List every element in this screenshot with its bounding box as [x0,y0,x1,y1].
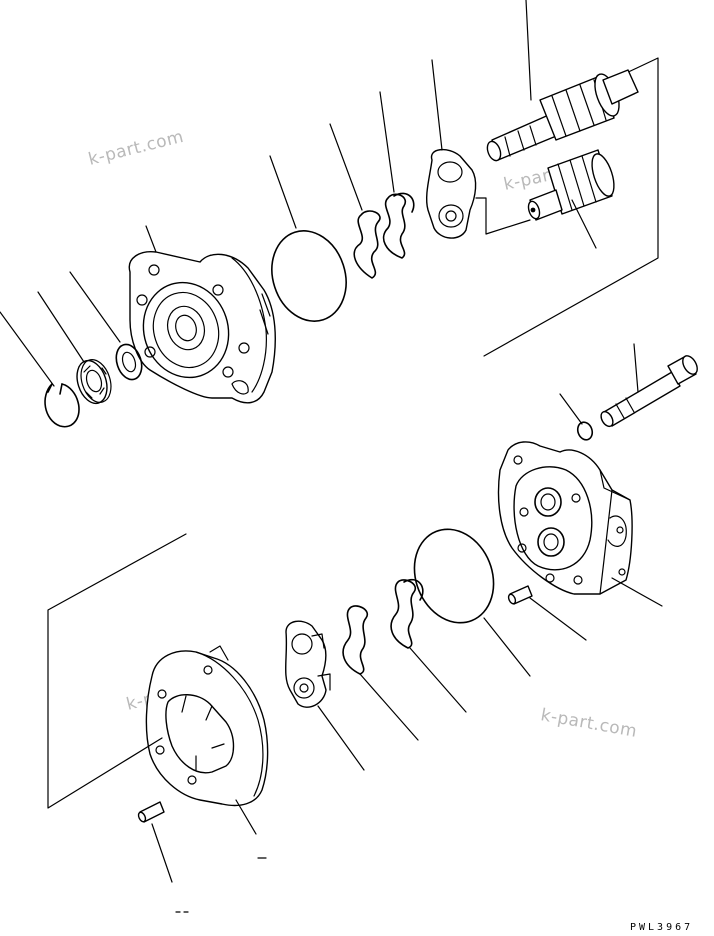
watermark-4: k-part.com [539,705,639,742]
lower-seal-b [403,578,424,601]
front-washer [115,343,143,381]
mounting-bolt [600,355,698,428]
upper-leader-lines [0,59,597,387]
upper-o-ring [271,230,347,322]
upper-gear-link [475,197,531,235]
upper-seal-b [382,193,407,259]
upper-bearing-plate [425,149,477,239]
rear-pump-body [497,441,633,595]
dowel-pin-right [507,585,533,605]
lower-o-ring [413,528,495,624]
lower-seal-c [342,605,369,675]
watermark-1: k-part.com [86,127,186,170]
drive-shaft-gear [486,69,639,162]
driven-gear [527,149,615,221]
lower-seal-a [390,579,417,649]
upper-seal-a [353,210,381,279]
dowel-pin-left [137,801,165,823]
upper-seal-c [393,192,415,213]
body-leader [611,577,663,607]
lower-assembly-frame [47,533,187,809]
bolt-washer [576,421,594,441]
front-cover-flange [128,251,276,404]
bolt-leader [633,343,639,393]
upper-assembly-frame [483,0,659,357]
lower-bearing-plate [285,620,331,708]
oil-seal [76,359,112,405]
lower-gear-case [145,645,269,807]
snap-ring [44,383,80,428]
drawing-code: PWL3967 [630,922,693,933]
